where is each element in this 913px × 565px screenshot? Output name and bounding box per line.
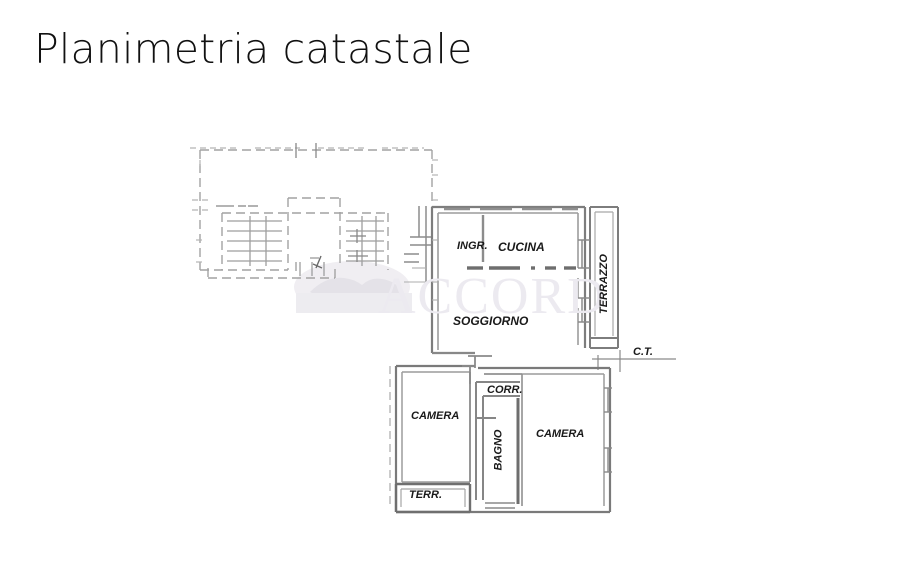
terrazzo-structure <box>589 206 619 349</box>
misc-thin-lines <box>404 239 438 301</box>
apartment-outer-walls <box>430 205 587 355</box>
room-label-corr: CORR. <box>487 384 523 396</box>
common-area-dashed-detail <box>190 147 441 263</box>
terrazzo-door-openings <box>578 239 590 323</box>
room-label-soggiorno: SOGGIORNO <box>453 314 529 328</box>
room-label-ingr: INGR. <box>457 240 488 252</box>
room-label-cucina: CUCINA <box>498 240 545 254</box>
ct-leader-line <box>592 350 676 372</box>
staircase-steps <box>227 216 384 276</box>
apartment-inner-walls <box>437 212 579 350</box>
right-wall-windows <box>604 387 612 473</box>
corridor-walls <box>475 381 520 500</box>
camera1-walls <box>432 352 492 482</box>
common-area-dashed-outline <box>199 149 433 279</box>
watermark-handshake-group <box>294 261 412 313</box>
terr-balcony-inner <box>400 488 466 507</box>
terrazzo-inner-lines <box>594 211 614 336</box>
room-label-terrazzo: TERRAZZO <box>598 254 610 314</box>
stair-arrow <box>312 255 323 269</box>
staircase-tick-marks <box>216 143 368 262</box>
page-title: Planimetria catastale <box>34 25 473 73</box>
room-label-camera-2: CAMERA <box>536 428 585 440</box>
room-label-camera-1: CAMERA <box>411 410 460 422</box>
room-label-bagno: BAGNO <box>492 429 505 471</box>
bagno-door-opening <box>485 502 515 509</box>
camera2-walls <box>484 373 523 506</box>
annotation-label-ct: C.T. <box>633 346 653 358</box>
room-label-terr: TERR. <box>409 489 442 501</box>
terr-balcony <box>394 482 472 514</box>
link-wall-to-apartment <box>404 206 432 282</box>
